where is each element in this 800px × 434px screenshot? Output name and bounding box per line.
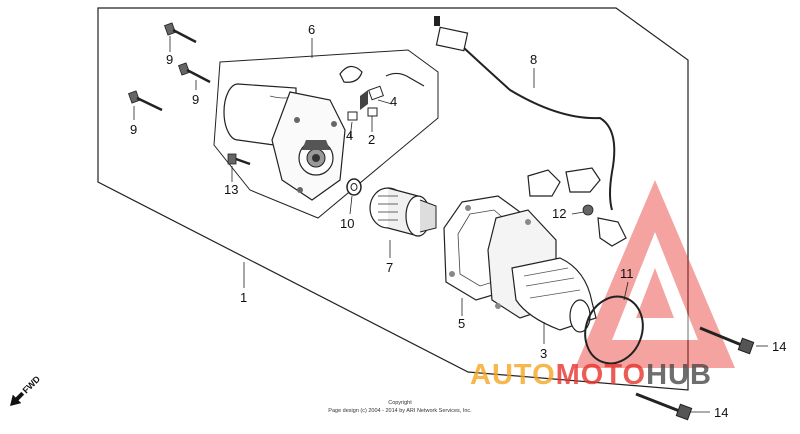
callout-3: 3 <box>540 346 547 361</box>
leader-lines <box>133 36 768 413</box>
callout-10: 10 <box>340 216 354 231</box>
callout-2: 2 <box>368 132 375 147</box>
washer-10 <box>346 178 362 196</box>
bolt-14-upper <box>699 326 755 355</box>
bolt-13 <box>227 153 251 166</box>
callout-9-top: 9 <box>166 52 173 67</box>
callout-8: 8 <box>530 52 537 67</box>
bolt-9-lower <box>128 90 163 112</box>
callout-12: 12 <box>552 206 566 221</box>
callout-6: 6 <box>308 22 315 37</box>
callout-14-lower: 14 <box>714 405 728 420</box>
watermark-hub: HUB <box>646 359 712 391</box>
fwd-arrow-icon <box>10 391 25 406</box>
fwd-indicator: FWD <box>10 373 43 406</box>
watermark-auto: AUTO <box>470 359 556 391</box>
callout-13: 13 <box>224 182 238 197</box>
starter-motor <box>223 83 346 201</box>
callout-5: 5 <box>458 316 465 331</box>
bolt-12 <box>582 204 594 216</box>
copyright-line-1: Copyright <box>388 400 412 406</box>
bolt-9-top <box>164 22 197 44</box>
fwd-label: FWD <box>21 373 43 395</box>
callout-11: 11 <box>620 266 634 281</box>
bolt-9-middle <box>178 62 211 84</box>
cable-8 <box>434 16 627 247</box>
callout-1: 1 <box>240 290 247 305</box>
subassembly-outline <box>213 49 439 219</box>
starter-gear-7 <box>369 187 437 237</box>
brush-set <box>347 72 425 121</box>
watermark-triangle <box>575 180 735 368</box>
callout-14-upper: 14 <box>772 339 786 354</box>
o-ring-11 <box>584 295 644 365</box>
watermark-moto: MOTO <box>556 359 646 391</box>
callout-4-right: 4 <box>390 94 397 109</box>
assembly-outline <box>97 7 689 391</box>
bolt-14-lower <box>635 392 693 421</box>
motor-wire <box>339 65 368 110</box>
callout-7: 7 <box>386 260 393 275</box>
watermark-text: AUTOMOTOHUB <box>470 359 712 391</box>
starter-cover-3 <box>487 209 597 333</box>
callout-9-lower: 9 <box>130 122 137 137</box>
callout-9-middle: 9 <box>192 92 199 107</box>
copyright-line-2: Page design (c) 2004 - 2014 by ARI Netwo… <box>328 408 472 414</box>
callout-4-left: 4 <box>346 128 353 143</box>
